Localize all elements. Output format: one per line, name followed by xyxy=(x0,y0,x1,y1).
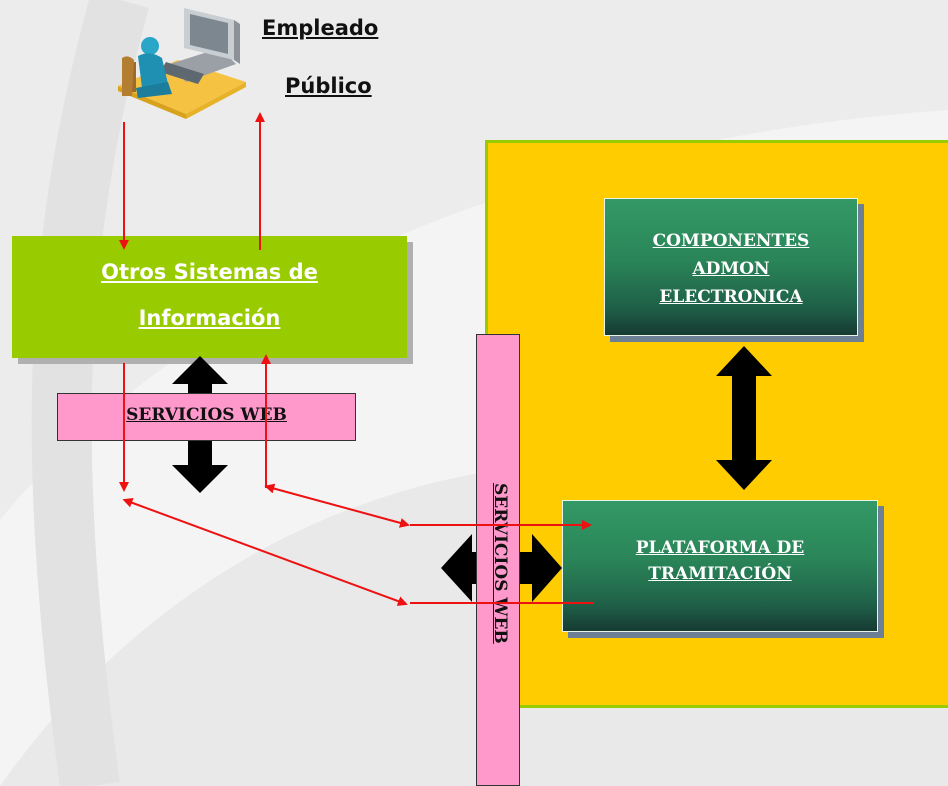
other-systems-label-line2: Información xyxy=(138,306,281,330)
other-systems-label-line1: Otros Sistemas de xyxy=(101,260,318,284)
components-label-line1: COMPONENTES xyxy=(652,231,810,251)
components-box: COMPONENTES ADMON ELECTRONICA xyxy=(604,198,858,336)
flow-arrow-diagonal-lower xyxy=(122,498,408,606)
employee-label-line2: Público xyxy=(285,74,372,98)
flow-arrow-diagonal-upper xyxy=(264,483,410,528)
computer-user-icon xyxy=(118,8,246,119)
employee-label-line1: Empleado xyxy=(262,16,379,40)
components-label-line2: ADMON xyxy=(692,259,770,279)
platform-label-line1: PLATAFORMA DE xyxy=(635,538,805,558)
other-systems-box: Otros Sistemas de Información xyxy=(12,236,407,358)
platform-box: PLATAFORMA DE TRAMITACIÓN xyxy=(562,500,878,632)
web-services-bar-vertical: SERVICIOS WEB xyxy=(476,334,520,786)
web-services-label-horizontal: SERVICIOS WEB xyxy=(126,405,287,425)
double-arrow-components-platform xyxy=(716,346,772,490)
web-services-bar-horizontal: SERVICIOS WEB xyxy=(57,393,356,441)
platform-label-line2: TRAMITACIÓN xyxy=(648,564,792,584)
components-label-line3: ELECTRONICA xyxy=(659,287,803,307)
